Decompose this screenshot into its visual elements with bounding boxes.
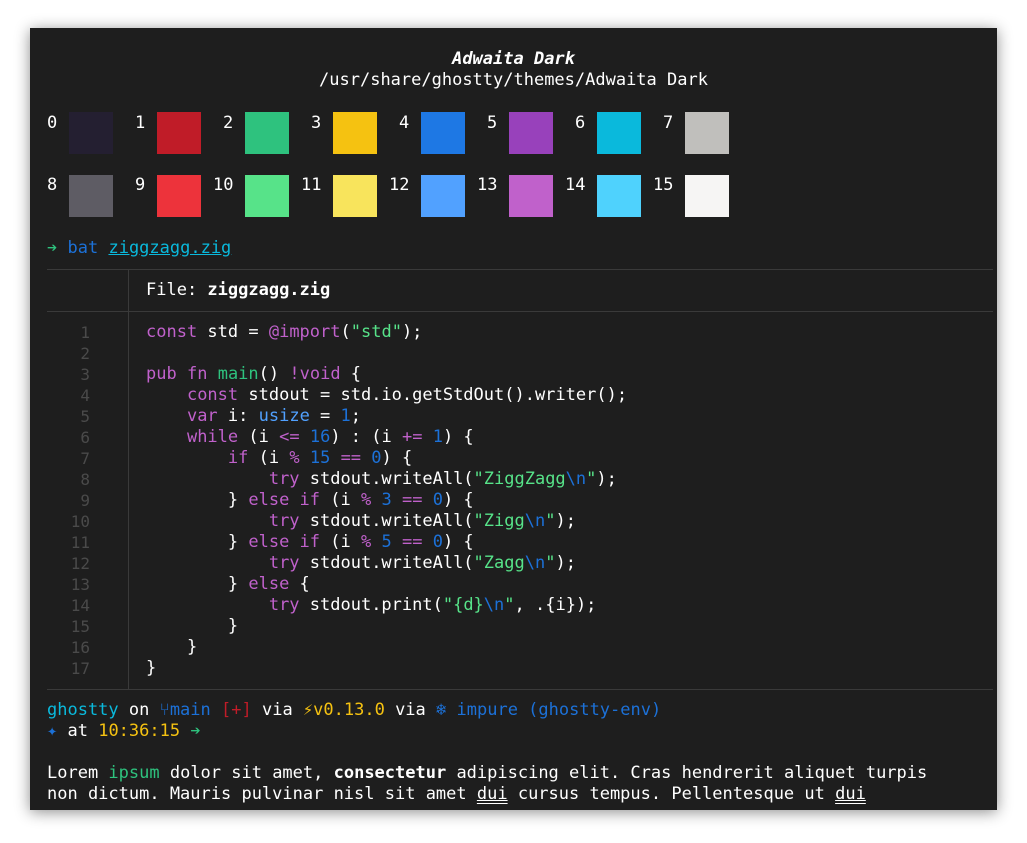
line-number: 16 <box>70 638 90 657</box>
line-number: 13 <box>70 575 90 594</box>
line-number: 6 <box>80 428 90 447</box>
line-number: 9 <box>80 491 90 510</box>
palette-index-0: 0 <box>47 113 58 133</box>
command-program: bat <box>67 238 99 258</box>
line-number: 14 <box>70 596 90 615</box>
bat-bottom-border <box>47 689 993 690</box>
palette-index-13: 13 <box>477 175 498 195</box>
line-number: 17 <box>70 659 90 678</box>
palette-index-15: 15 <box>653 175 674 195</box>
code-line: try stdout.print("{d}\n", .{i}); <box>268 595 597 615</box>
theme-path: /usr/share/ghostty/themes/Adwaita Dark <box>319 70 708 90</box>
code-line: } <box>146 658 157 678</box>
code-line <box>146 343 156 363</box>
line-number: 5 <box>80 407 90 426</box>
zig-icon: ⚡ <box>302 700 314 720</box>
palette-swatch-3 <box>333 112 377 154</box>
palette-swatch-6 <box>597 112 641 154</box>
code-line: pub fn main() !void { <box>146 364 362 384</box>
zig-version: v0.13.0 <box>313 700 385 720</box>
prompt-dir: ghostty <box>47 700 119 720</box>
code-line: } else { <box>146 574 310 594</box>
palette-swatch-2 <box>245 112 289 154</box>
code-view[interactable]: const std = @import("std"); pub fn main(… <box>146 322 627 679</box>
line-number: 2 <box>80 344 90 363</box>
palette-index-8: 8 <box>47 175 58 195</box>
palette-index-1: 1 <box>135 113 146 133</box>
nix-icon: ❄ <box>436 700 447 720</box>
shell-prompt: ghostty on ⑂main [+] via ⚡v0.13.0 via ❄ … <box>47 700 662 720</box>
palette-swatch-8 <box>69 175 113 217</box>
palette-index-3: 3 <box>311 113 322 133</box>
prompt-arrow-icon: ➔ <box>190 721 201 741</box>
palette-index-9: 9 <box>135 175 146 195</box>
line-number: 15 <box>70 617 90 636</box>
palette-index-11: 11 <box>301 175 322 195</box>
code-line: var i: usize = 1; <box>186 406 362 426</box>
code-line: try stdout.writeAll("ZiggZagg\n"); <box>268 469 617 489</box>
palette-swatch-1 <box>157 112 201 154</box>
palette-index-12: 12 <box>389 175 410 195</box>
line-number: 7 <box>80 449 90 468</box>
palette-swatch-5 <box>509 112 553 154</box>
palette-swatch-14 <box>597 175 641 217</box>
code-line: } else if (i % 3 == 0) { <box>146 490 474 510</box>
line-number: 4 <box>80 386 90 405</box>
line-number: 10 <box>70 512 90 531</box>
star-icon: ✦ <box>47 721 58 741</box>
palette-index-2: 2 <box>223 113 234 133</box>
code-line: const stdout = std.io.getStdOut().writer… <box>186 385 628 405</box>
palette-swatch-9 <box>157 175 201 217</box>
bat-file-label: File: <box>146 280 208 300</box>
line-number: 3 <box>80 365 90 384</box>
palette-index-4: 4 <box>399 113 410 133</box>
palette-index-7: 7 <box>663 113 674 133</box>
git-status: [+] <box>221 700 252 720</box>
palette-swatch-10 <box>245 175 289 217</box>
code-line: } <box>146 637 198 657</box>
git-branch-icon: ⑂ <box>159 700 170 720</box>
bat-top-border <box>47 269 993 270</box>
lorem-line-1: Lorem ipsum dolor sit amet, consectetur … <box>47 763 928 783</box>
prompt-arrow-icon: ➔ <box>47 238 58 258</box>
palette-swatch-12 <box>421 175 465 217</box>
palette-index-14: 14 <box>565 175 586 195</box>
palette-index-5: 5 <box>487 113 498 133</box>
code-line: } <box>146 616 239 636</box>
palette-swatch-15 <box>685 175 729 217</box>
code-line: if (i % 15 == 0) { <box>227 448 413 468</box>
code-line: } else if (i % 5 == 0) { <box>146 532 474 552</box>
line-number: 12 <box>70 554 90 573</box>
palette-swatch-11 <box>333 175 377 217</box>
line-number: 1 <box>80 323 90 342</box>
lorem-line-2: non dictum. Mauris pulvinar nisl sit ame… <box>47 784 866 804</box>
command-file-link[interactable]: ziggzagg.zig <box>108 238 232 258</box>
shell-prompt-line2: ✦ at 10:36:15 ➔ <box>47 721 201 741</box>
bat-file-name: ziggzagg.zig <box>207 280 331 300</box>
terminal-window[interactable]: Adwaita Dark /usr/share/ghostty/themes/A… <box>30 28 997 810</box>
line-number: 11 <box>70 533 90 552</box>
bat-file-header: File: ziggzagg.zig <box>146 280 330 301</box>
prompt-time: 10:36:15 <box>98 721 181 741</box>
code-line: const std = @import("std"); <box>146 322 423 342</box>
git-branch: main <box>169 700 211 720</box>
palette-swatch-0 <box>69 112 113 154</box>
code-line: while (i <= 16) : (i += 1) { <box>186 427 474 447</box>
code-line: try stdout.writeAll("Zagg\n"); <box>268 553 576 573</box>
palette-swatch-7 <box>685 112 729 154</box>
command-line: ➔ bat ziggzagg.zig <box>47 238 231 259</box>
code-line: try stdout.writeAll("Zigg\n"); <box>268 511 576 531</box>
theme-name: Adwaita Dark <box>452 49 575 69</box>
palette-swatch-13 <box>509 175 553 217</box>
line-number: 8 <box>80 470 90 489</box>
palette-index-6: 6 <box>575 113 586 133</box>
nix-shell: impure (ghostty-env) <box>456 700 662 720</box>
bat-gutter-border <box>128 269 129 689</box>
palette-swatch-4 <box>421 112 465 154</box>
bat-header-border <box>47 311 993 312</box>
palette-index-10: 10 <box>213 175 234 195</box>
